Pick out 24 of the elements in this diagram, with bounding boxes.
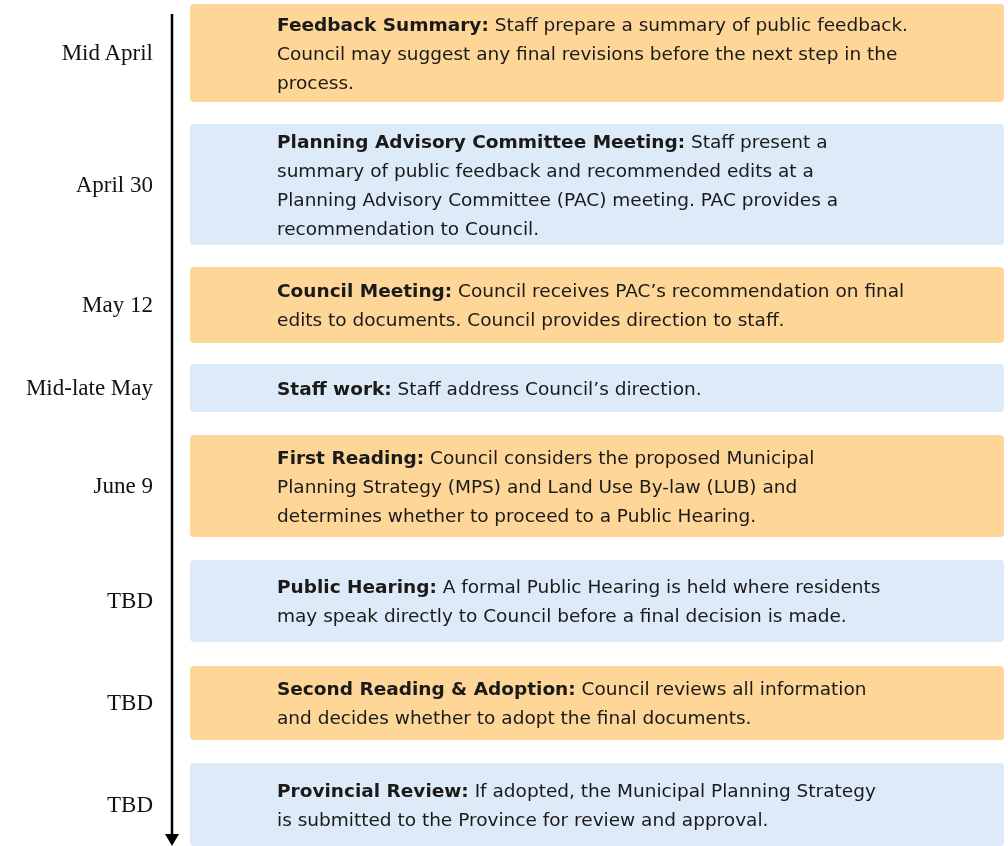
step-box: [190, 364, 1004, 412]
date-label: June 9: [93, 473, 153, 499]
step-box: [190, 560, 1004, 642]
step-box: [190, 124, 1004, 245]
date-label: May 12: [82, 292, 153, 318]
step-box: [190, 763, 1004, 846]
step-description: Public Hearing: A formal Public Hearing is held where residents may speak directly to Council before a final decision is made.: [277, 575, 882, 628]
step-box: [190, 666, 1004, 740]
date-label: TBD: [107, 588, 153, 614]
step-description: Provincial Review: If adopted, the Municipal Planning Strategy is submitted to the Province for review and approval.: [277, 778, 877, 832]
step-description: First Reading: Council considers the proposed Municipal Planning Strategy (MPS) and Land Use By-law (LUB) and determines whether to proceed to a Public Hearing.: [277, 445, 816, 528]
step-description: Feedback Summary: Staff prepare a summary of public feedback. Council may suggest any final revisions before the next step in the process.: [277, 12, 909, 95]
step-box: [190, 267, 1004, 343]
step-description: Planning Advisory Committee Meeting: Staff present a summary of public feedback and recommended edits at a Planning Advisory Committee (PAC) meeting. PAC provides a recommendation to Council.: [277, 129, 840, 241]
step-box: [190, 4, 1004, 102]
step-box: [190, 435, 1004, 537]
date-label: April 30: [75, 171, 153, 198]
date-label: Mid April: [61, 40, 153, 66]
step-description: Staff work: Staff address Council’s direction.: [277, 376, 702, 401]
step-description: Second Reading & Adoption: Council reviews all information and decides whether to adopt the final documents.: [277, 677, 868, 730]
step-description: Council Meeting: Council receives PAC’s recommendation on final edits to documents. Council provides direction to staff.: [277, 279, 906, 332]
date-label: TBD: [107, 690, 153, 716]
date-label: Mid-late May: [25, 375, 153, 401]
date-label: TBD: [107, 791, 153, 818]
